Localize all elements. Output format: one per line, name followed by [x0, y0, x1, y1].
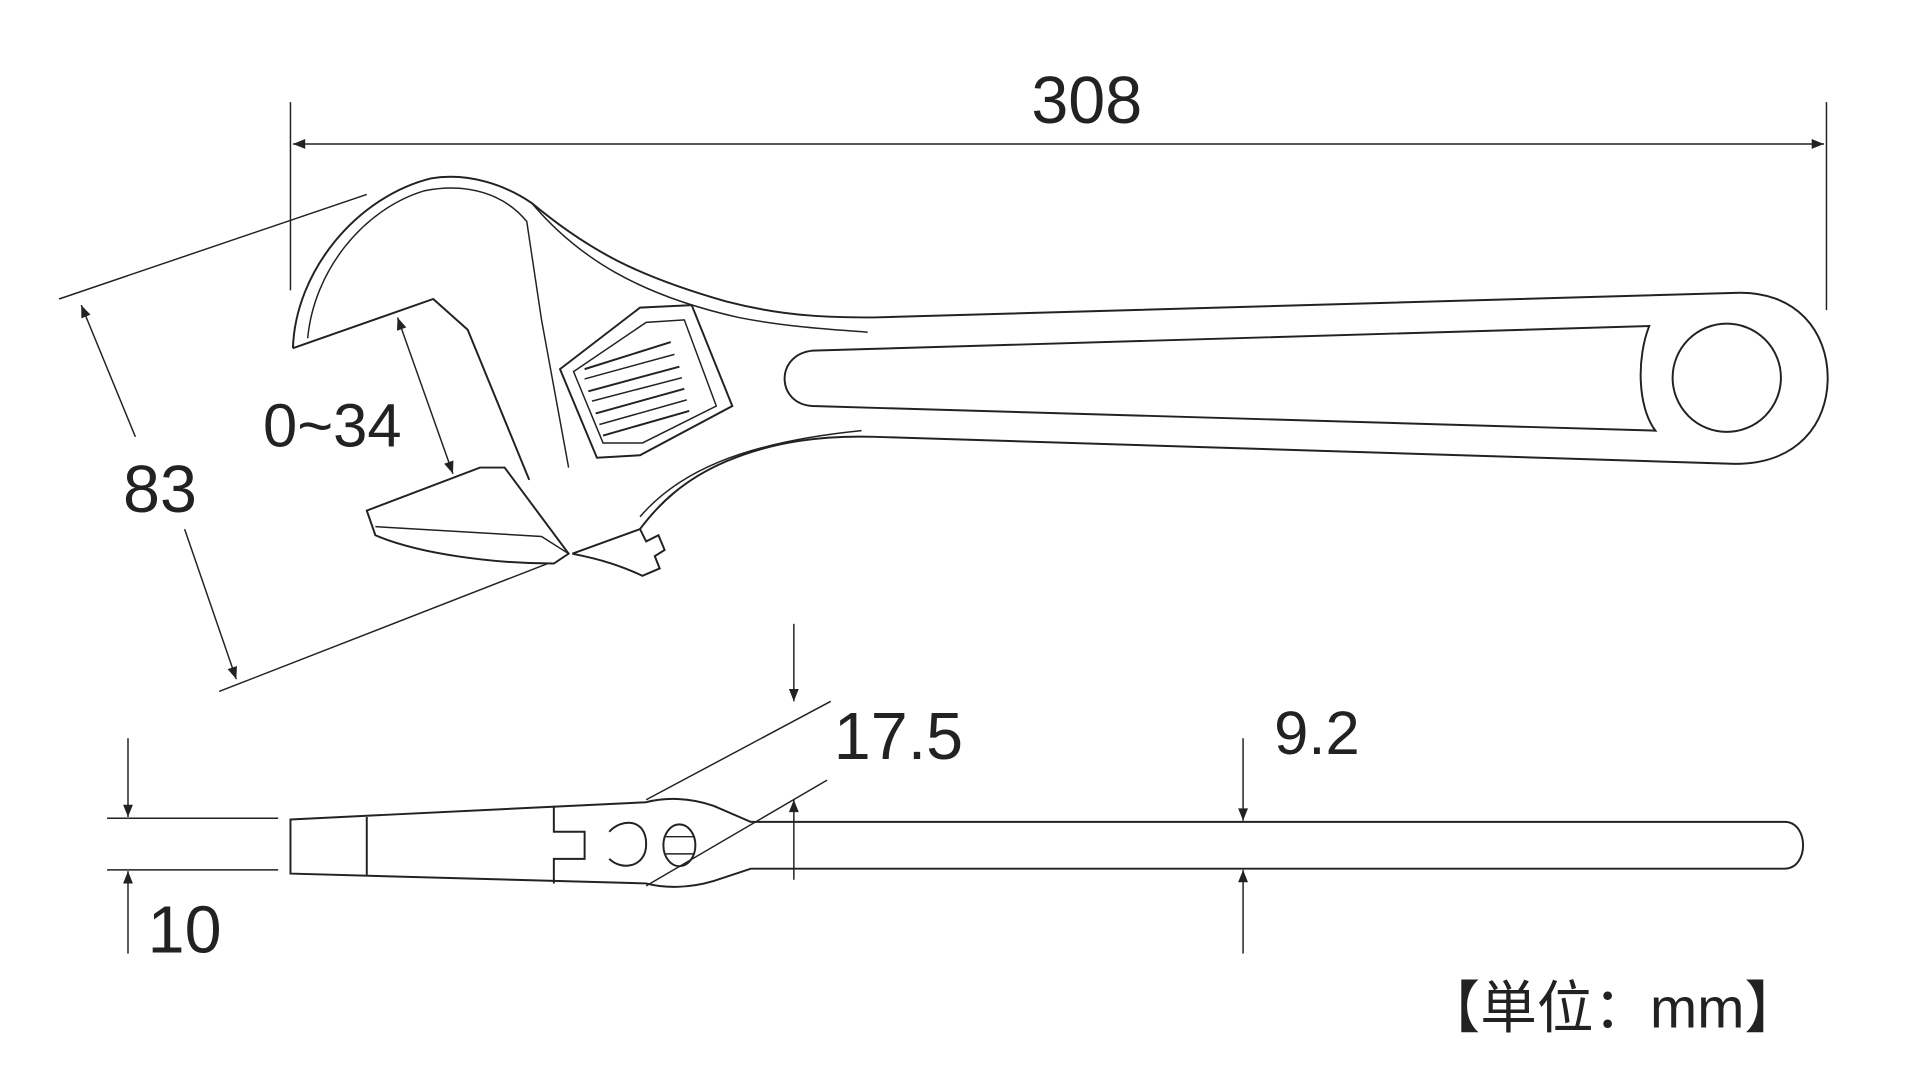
jaw-opening-label: 0~34 [263, 392, 402, 461]
jaw-thickness-label: 10 [148, 893, 222, 967]
handle-thickness-label: 9.2 [1274, 699, 1360, 768]
wrench-side-view [289, 797, 1805, 888]
overall-length-dimension: 308 [289, 64, 1828, 311]
head-width-dimension: 83 [58, 193, 548, 693]
head-width-label: 83 [123, 453, 197, 527]
overall-length-label: 308 [1031, 64, 1142, 138]
wrench-top-view [291, 175, 1829, 577]
head-thickness-label: 17.5 [834, 700, 963, 774]
jaw-thickness-dimension: 10 [107, 738, 279, 967]
jaw-opening-dimension: 0~34 [263, 317, 454, 474]
head-thickness-dimension: 17.5 [645, 623, 963, 887]
worm-gear [584, 341, 690, 437]
handle-thickness-dimension: 9.2 [1238, 699, 1360, 954]
unit-label: 【単位：mm】 [1424, 976, 1801, 1039]
